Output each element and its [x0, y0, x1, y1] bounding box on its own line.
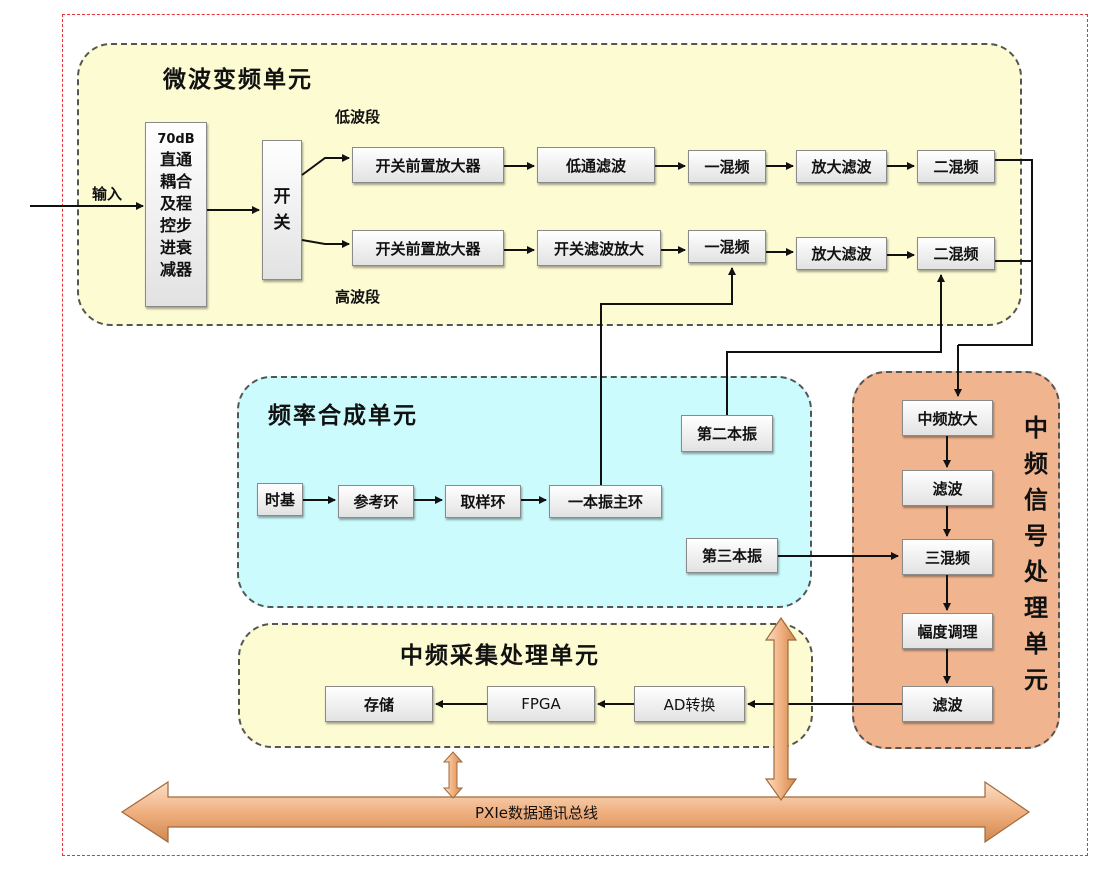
- lo1-main-loop-block: 一本振主环: [549, 485, 662, 518]
- low-pass-filter-block: 低通滤波: [537, 147, 655, 183]
- high-mix2-block: 二混频: [917, 237, 995, 270]
- pxie-bus-label: PXIe数据通讯总线: [475, 804, 598, 822]
- microwave-unit-title: 微波变频单元: [163, 67, 313, 93]
- filter2-block: 滤波: [902, 686, 993, 722]
- switch-label: 开关: [273, 187, 291, 233]
- lo3-block: 第三本振: [686, 538, 778, 573]
- storage-block: 存储: [325, 686, 433, 722]
- attenuator-label: 直通耦合及程控步进衰减器: [159, 150, 192, 279]
- low-amp-filter-block: 放大滤波: [796, 150, 887, 183]
- adc-block: AD转换: [634, 686, 745, 722]
- pxie-bus-arrow: [120, 780, 1031, 844]
- input-label: 输入: [92, 185, 123, 203]
- high-mix1-block: 一混频: [688, 230, 766, 263]
- low-band-label: 低波段: [335, 108, 381, 126]
- low-mix2-output: [958, 159, 1033, 346]
- low-mix2-block: 二混频: [917, 150, 995, 183]
- sampling-loop-block: 取样环: [445, 485, 521, 518]
- fpga-block: FPGA: [487, 686, 595, 722]
- if-processing-unit-title: 中频信号处理单元: [1024, 414, 1048, 694]
- low-preamp-block: 开关前置放大器: [352, 147, 504, 183]
- high-filter-amp-block: 开关滤波放大: [537, 230, 661, 266]
- high-preamp-block: 开关前置放大器: [352, 230, 504, 266]
- timebase-block: 时基: [257, 483, 303, 516]
- filter1-block: 滤波: [902, 470, 993, 506]
- amp-conditioning-block: 幅度调理: [902, 613, 993, 649]
- high-band-label: 高波段: [335, 288, 381, 306]
- if-acquisition-unit-title: 中频采集处理单元: [400, 643, 600, 669]
- synth-unit-title: 频率合成单元: [268, 403, 418, 429]
- switch-to-high-band: [301, 239, 350, 248]
- attenuator-block: 70dB 直通耦合及程控步进衰减器: [145, 122, 207, 307]
- synth-bus-link: [764, 616, 798, 802]
- switch-block: 开关: [262, 140, 302, 280]
- switch-to-low-band: [301, 154, 350, 176]
- lo1-to-mix1: [600, 267, 736, 485]
- low-mix1-block: 一混频: [688, 150, 766, 183]
- lo2-to-mix2: [726, 274, 945, 415]
- acq-bus-link: [442, 751, 464, 799]
- microwave-unit: [77, 43, 1022, 326]
- mix3-block: 三混频: [902, 539, 993, 575]
- reference-loop-block: 参考环: [338, 485, 414, 518]
- high-amp-filter-block: 放大滤波: [796, 237, 887, 270]
- if-acquisition-unit: [238, 623, 813, 748]
- system-boundary: [62, 14, 1088, 856]
- if-amp-block: 中频放大: [902, 400, 993, 436]
- lo2-block: 第二本振: [681, 415, 773, 452]
- attenuator-db-label: 70dB: [157, 132, 195, 147]
